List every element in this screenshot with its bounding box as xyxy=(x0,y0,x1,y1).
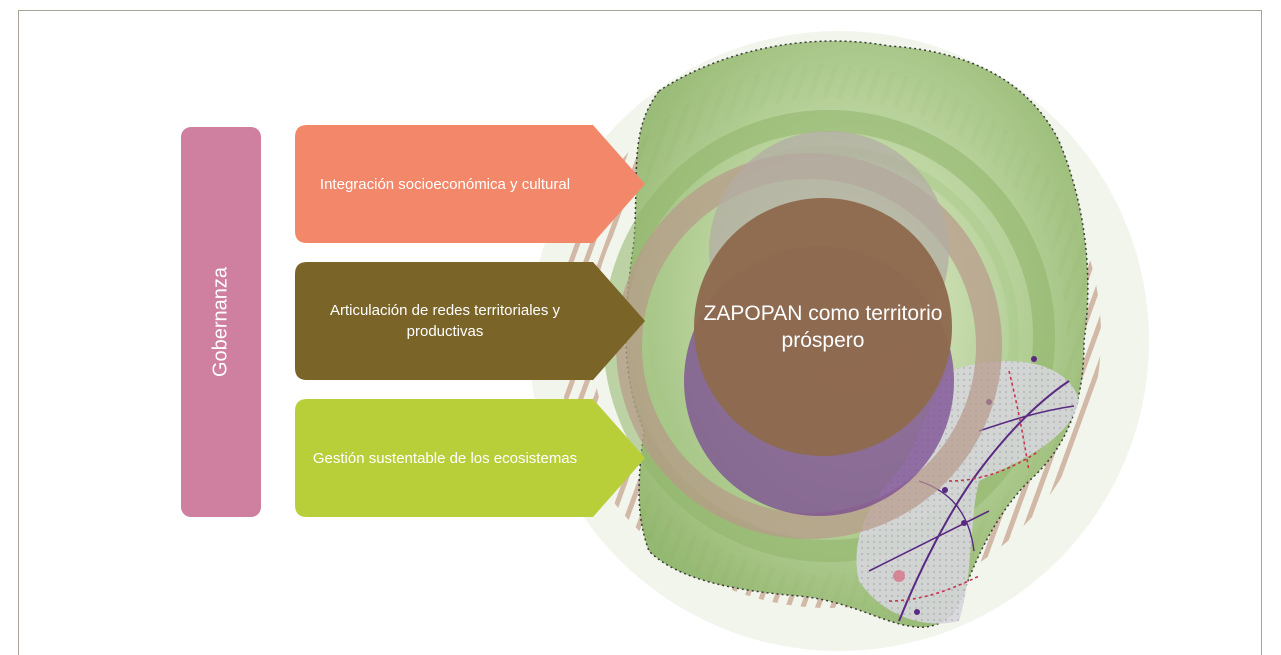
pillar-articulacion: Articulación de redes territoriales y pr… xyxy=(295,262,645,380)
center-label: ZAPOPAN como territorio próspero xyxy=(703,302,943,352)
urban-area xyxy=(856,361,1079,624)
pillar-label: Integración socioeconómica y cultural xyxy=(319,175,571,193)
pillar-arrow-shape xyxy=(295,399,645,517)
road-network xyxy=(868,356,1075,622)
pillar-arrow-shape xyxy=(295,262,645,380)
governance-bar: Gobernanza xyxy=(181,127,261,517)
pillar-arrow-shape xyxy=(295,125,645,243)
circle-center xyxy=(694,198,952,456)
pillar-gestion: Gestión sustentable de los ecosistemas xyxy=(295,399,645,517)
pillar-label: Gestión sustentable de los ecosistemas xyxy=(312,449,578,467)
pillar-integracion: Integración socioeconómica y cultural xyxy=(295,125,645,243)
diagram-frame: Gobernanza Integración socioeconómica y … xyxy=(18,10,1262,655)
pillar-label: Articulación de redes territoriales y pr… xyxy=(329,302,561,340)
governance-label: Gobernanza xyxy=(209,266,232,378)
